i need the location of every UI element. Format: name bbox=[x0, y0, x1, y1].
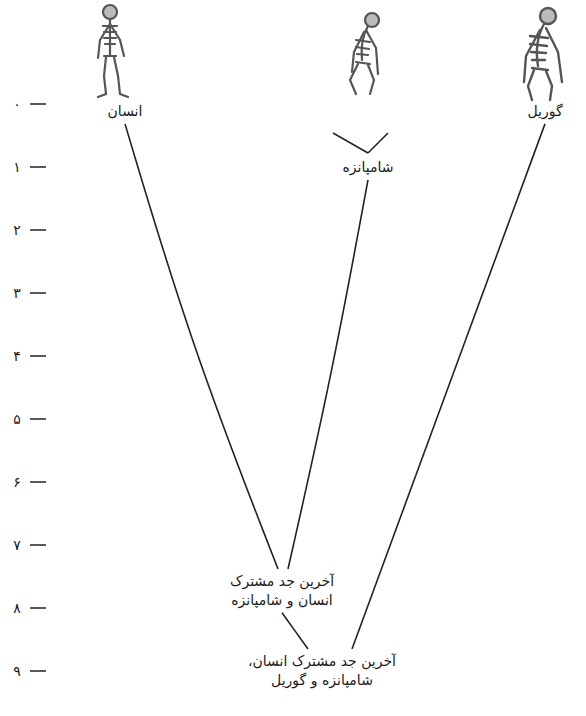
lineage-line bbox=[282, 613, 308, 649]
axis-number: ۴ bbox=[8, 347, 26, 365]
lineage-line bbox=[125, 124, 278, 569]
ancestor-label: آخرین جد مشترک انسان و شامپانزه bbox=[213, 570, 351, 612]
node-text: انسان bbox=[108, 102, 143, 121]
node-text: گوریل bbox=[527, 102, 562, 121]
ancestor-label: آخرین جد مشترک انسان، شامپانزه و گوریل bbox=[227, 650, 417, 692]
chimpanzee-skeleton bbox=[350, 13, 379, 94]
axis-number: ۲ bbox=[8, 221, 26, 239]
axis-number: ۷ bbox=[8, 536, 26, 554]
lineage-line bbox=[352, 124, 545, 649]
axis-number: ۰ bbox=[8, 95, 26, 113]
axis-number: ۸ bbox=[8, 599, 26, 617]
node-text: آخرین جد مشترک انسان، شامپانزه و گوریل bbox=[231, 652, 413, 690]
chimp-fork bbox=[333, 133, 388, 153]
axis-number: ۶ bbox=[8, 473, 26, 491]
axis-number: ۹ bbox=[8, 662, 26, 680]
axis-number: ۱ bbox=[8, 158, 26, 176]
node-text: شامپانزه bbox=[343, 158, 394, 177]
taxon-label: انسان bbox=[104, 100, 147, 123]
axis-number: ۳ bbox=[8, 284, 26, 302]
human-skeleton bbox=[98, 5, 128, 97]
axis-ticks bbox=[30, 104, 46, 671]
axis-number: ۵ bbox=[8, 410, 26, 428]
gorilla-skeleton bbox=[524, 8, 562, 100]
taxon-label: گوریل bbox=[523, 100, 566, 123]
taxon-label: شامپانزه bbox=[339, 156, 398, 179]
lineage-line bbox=[288, 180, 368, 569]
node-text: آخرین جد مشترک انسان و شامپانزه bbox=[217, 572, 347, 610]
